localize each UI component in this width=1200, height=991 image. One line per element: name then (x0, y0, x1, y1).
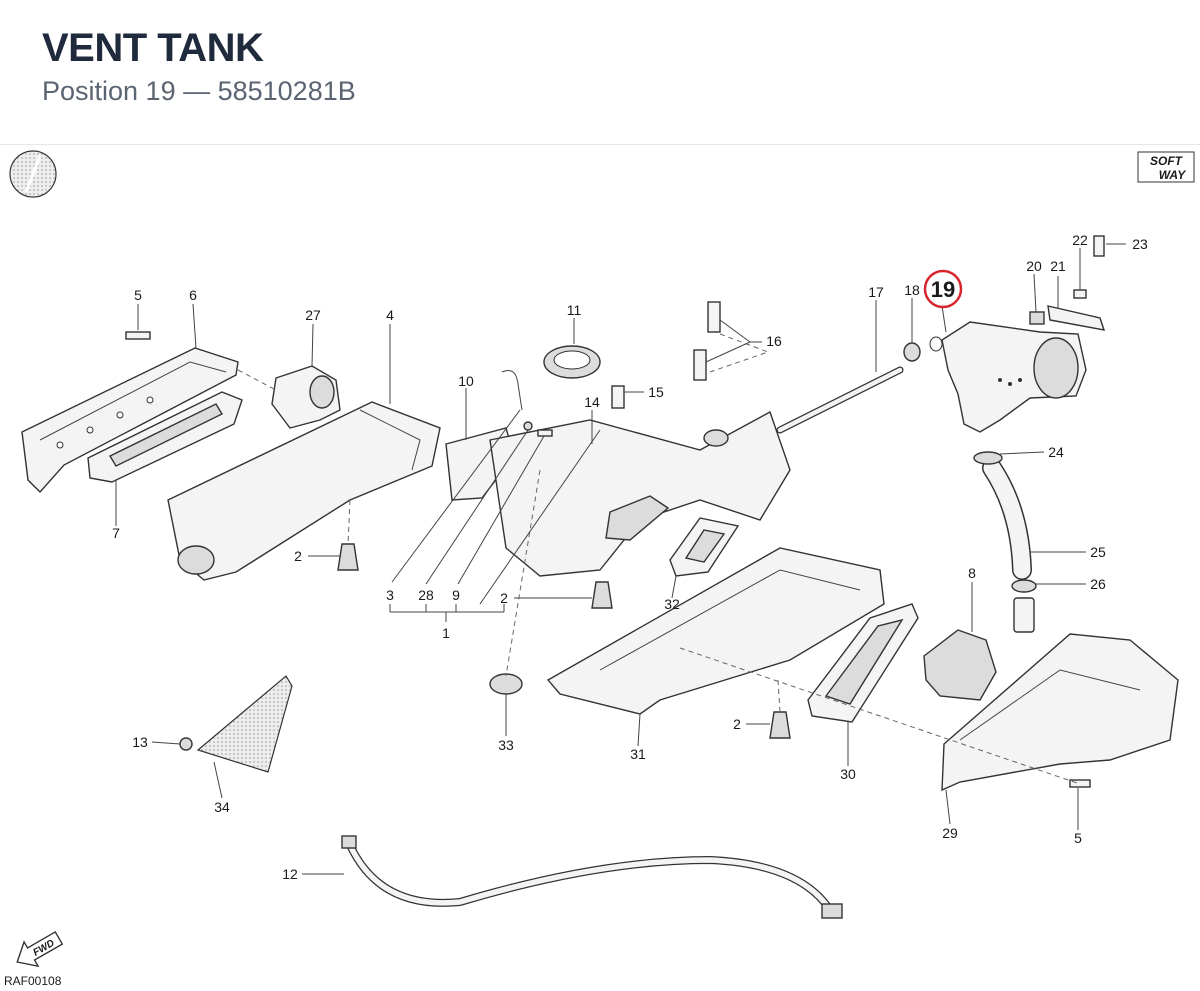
alignment-lines (237, 333, 1081, 785)
callout-19-highlight[interactable]: 19 (923, 269, 963, 309)
part-29-housing (941, 633, 1179, 792)
callout-2: 2 (294, 548, 302, 564)
page-subtitle: Position 19 — 58510281B (42, 76, 356, 106)
part-24-clamp (973, 451, 1003, 465)
callout-27: 27 (305, 307, 321, 323)
callout-33: 33 (498, 737, 514, 753)
callout-28: 28 (418, 587, 434, 603)
part-7-filter-frame (87, 391, 243, 483)
part-30-filter (807, 603, 919, 723)
fwd-arrow-icon: FWD (16, 930, 64, 968)
callout-14: 14 (584, 394, 600, 410)
part-34-panel (196, 675, 293, 773)
softway-badge: SOFT WAY (1137, 151, 1195, 183)
page-title: VENT TANK (42, 26, 264, 70)
callout-24: 24 (1048, 444, 1064, 460)
part-14-airbox (489, 410, 791, 577)
callout-9: 9 (452, 587, 460, 603)
callout-5-lower: 5 (1074, 830, 1082, 846)
callout-13: 13 (132, 734, 148, 750)
drawing-reference: RAF00108 (4, 974, 62, 988)
callout-numbers: 5 6 7 27 4 2 10 11 14 15 16 17 18 20 21 … (112, 232, 1148, 882)
callout-29: 29 (942, 825, 958, 841)
softway-text-soft: SOFT (1150, 154, 1184, 168)
part-26-clamp (1011, 579, 1037, 633)
callout-11: 11 (567, 302, 582, 318)
brand-emblem-icon (9, 150, 57, 198)
callout-19: 19 (931, 277, 955, 302)
callout-34: 34 (214, 799, 230, 815)
leader-lines (115, 243, 1126, 875)
part-20-23-bracket (1029, 235, 1106, 331)
highlight-ring (923, 269, 963, 309)
part-33-grommet (489, 673, 523, 695)
callout-17: 17 (868, 284, 884, 300)
callout-25: 25 (1090, 544, 1106, 560)
part-32-gasket (669, 517, 740, 577)
callout-3: 3 (386, 587, 394, 603)
callout-16: 16 (766, 333, 782, 349)
fwd-label: FWD (31, 938, 56, 959)
page-header: VENT TANK Position 19 — 58510281B (0, 0, 1200, 145)
softway-text-way: WAY (1159, 168, 1186, 182)
part-12-long-hose (341, 835, 843, 919)
callout-2-lower-right: 2 (733, 716, 741, 732)
callout-32: 32 (664, 596, 680, 612)
callout-12: 12 (282, 866, 298, 882)
callout-6: 6 (189, 287, 197, 303)
screws (125, 301, 1091, 788)
part-10-clip (501, 370, 553, 437)
part-17-hose (776, 366, 904, 434)
part-8-filter-element (923, 629, 997, 701)
callout-1: 1 (442, 625, 450, 641)
callout-15: 15 (648, 384, 664, 400)
part-27-rubber-mount (271, 365, 341, 429)
callout-20: 20 (1026, 258, 1042, 274)
part-6-bracket (21, 347, 239, 494)
callout-22: 22 (1072, 232, 1088, 248)
callout-4: 4 (386, 307, 394, 323)
callout-2-center: 2 (500, 590, 508, 606)
part-11-ring (543, 345, 601, 379)
callout-26: 26 (1090, 576, 1106, 592)
part-18-clamp (903, 342, 921, 362)
part-13-nut (179, 737, 193, 751)
callout-18: 18 (904, 282, 920, 298)
part-19-vent-tank (929, 321, 1087, 433)
callout-10: 10 (458, 373, 474, 389)
callout-5: 5 (134, 287, 142, 303)
callout-21: 21 (1050, 258, 1066, 274)
callout-7: 7 (112, 525, 120, 541)
callout-8: 8 (968, 565, 976, 581)
callout-23: 23 (1132, 236, 1148, 252)
exploded-parts-diagram: SOFT WAY (4, 150, 1195, 988)
part-31-lower-duct (546, 547, 885, 715)
part-2-plugs (337, 543, 791, 739)
part-25-hose (982, 458, 1032, 580)
callout-30: 30 (840, 766, 856, 782)
callout-31: 31 (630, 746, 646, 762)
